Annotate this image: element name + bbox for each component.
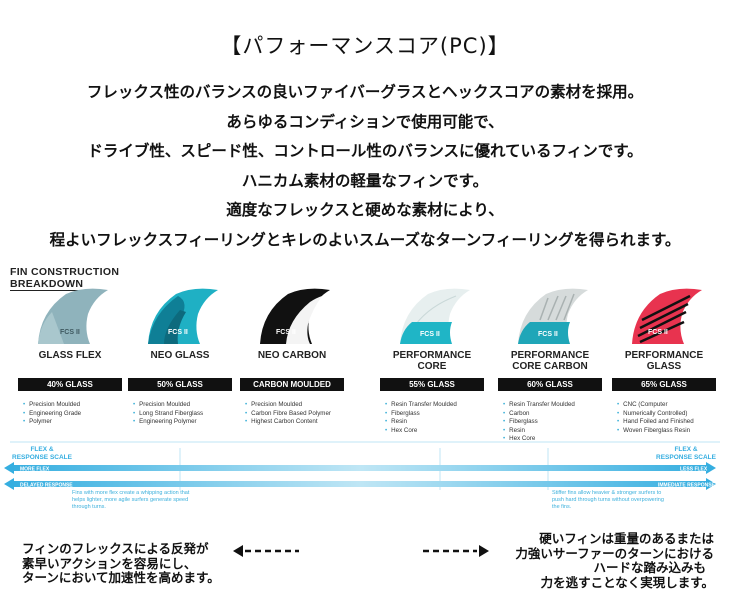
description-line: 適度なフレックスと硬めな素材により、 xyxy=(226,201,504,219)
caption-line: 力を逃すことなく実現します。 xyxy=(540,574,714,590)
fin-features: Resin Transfer Moulded Fiberglass Resin … xyxy=(380,401,484,435)
fin-neo-glass-image: FCS II xyxy=(148,288,218,344)
arrow-right-icon xyxy=(423,545,489,557)
fin-band: 60% GLASS xyxy=(498,378,602,391)
bottom-right-caption: 硬いフィンは重量のあるまたは 力強いサーファーのターンにおける ハードな踏み込み… xyxy=(515,531,714,590)
flex-scale-graphic: MORE FLEX LESS FLEX DELAYED RESPONSE IMM… xyxy=(4,441,720,490)
feature-item: Long Strand Fiberglass xyxy=(133,410,232,419)
caption-line: 硬いフィンは重量のあるまたは xyxy=(539,531,714,546)
description-line: フレックス性のバランスの良いファイバーグラスとヘックスコアの素材を採用。 xyxy=(86,83,644,101)
svg-text:FCS II: FCS II xyxy=(60,329,80,336)
caption-line: フィンのフレックスによる反発が xyxy=(22,541,209,556)
svg-text:FCS II: FCS II xyxy=(276,329,296,336)
description: フレックス性のバランスの良いファイバーグラスとヘックスコアの素材を採用。 あらゆ… xyxy=(0,78,730,255)
feature-item: Engineering Grade xyxy=(23,410,122,419)
feature-item: Resin Transfer Moulded xyxy=(503,401,602,410)
less-flex-label: LESS FLEX xyxy=(680,467,708,473)
feature-item: Carbon xyxy=(503,410,602,419)
feature-item: Resin xyxy=(503,427,602,436)
breakdown-heading: FIN CONSTRUCTION BREAKDOWN xyxy=(10,266,119,291)
caption-line: ターンにおいて加速性を高めます。 xyxy=(22,570,220,585)
svg-text:FCS II: FCS II xyxy=(168,329,188,336)
feature-item: Hex Core xyxy=(503,435,602,444)
feature-item: Precision Moulded xyxy=(245,401,344,410)
more-flex-label: MORE FLEX xyxy=(20,467,50,473)
feature-item: Polymer xyxy=(23,418,122,427)
fin-band: 55% GLASS xyxy=(380,378,484,391)
feature-item: Numerically Controlled) xyxy=(617,410,716,419)
page-title: 【パフォーマンスコア(PC)】 xyxy=(220,34,510,58)
description-line: ドライブ性、スピード性、コントロール性のバランスに優れているフィンです。 xyxy=(87,142,643,160)
fin-band: 65% GLASS xyxy=(612,378,716,391)
fin-performance-core-image: FCS II xyxy=(400,288,470,344)
fin-features: Precision Moulded Carbon Fibre Based Pol… xyxy=(240,401,344,427)
fin-band: 50% GLASS xyxy=(128,378,232,391)
scale-label-left: FLEX & RESPONSE SCALE xyxy=(12,446,72,461)
fin-name: NEO GLASS xyxy=(150,350,210,361)
fin-features: CNC (Computer Numerically Controlled) Ha… xyxy=(612,401,716,435)
fin-card-neo-glass: FCS II NEO GLASS 50% GLASS Precision Mou… xyxy=(128,284,232,427)
fin-features: Resin Transfer Moulded Carbon Fiberglass… xyxy=(498,401,602,444)
fin-name: NEO CARBON xyxy=(257,350,327,361)
caption-line: ハードな踏み込みも xyxy=(593,560,706,575)
scale-note-left: Fins with more flex create a whipping ac… xyxy=(72,490,190,510)
feature-item: Precision Moulded xyxy=(133,401,232,410)
delayed-response-label: DELAYED RESPONSE xyxy=(20,483,73,489)
fin-glass-flex-image: FCS II xyxy=(38,288,108,344)
fin-performance-core-carbon-image: FCS II xyxy=(518,288,588,344)
arrow-left-icon xyxy=(233,545,299,557)
scale-label-right: FLEX & RESPONSE SCALE xyxy=(656,446,716,461)
fin-neo-carbon-image: FCS II xyxy=(260,288,330,344)
feature-item: Engineering Polymer xyxy=(133,418,232,427)
description-line: ハニカム素材の軽量なフィンです。 xyxy=(241,171,489,190)
feature-item: Precision Moulded xyxy=(23,401,122,410)
description-line: あらゆるコンディションで使用可能で、 xyxy=(226,112,504,131)
caption-line: 素早いアクションを容易にし、 xyxy=(22,555,197,571)
fin-card-glass-flex: FCS II GLASS FLEX 40% GLASS Precision Mo… xyxy=(18,284,122,427)
feature-item: CNC (Computer xyxy=(617,401,716,410)
feature-item: Fiberglass xyxy=(385,410,484,419)
svg-text:FCS II: FCS II xyxy=(538,331,558,338)
svg-text:FCS II: FCS II xyxy=(420,331,440,338)
feature-item: Resin Transfer Moulded xyxy=(385,401,484,410)
description-line: 程よいフレックスフィーリングとキレのよいスムーズなターンフィーリングを得られます… xyxy=(49,230,681,249)
feature-item: Carbon Fibre Based Polymer xyxy=(245,410,344,419)
fin-name: GLASS FLEX xyxy=(38,350,102,361)
scale-note-right: Stiffer fins allow heavier & stronger su… xyxy=(552,490,664,510)
feature-item: Highest Carbon Content xyxy=(245,418,344,427)
fin-features: Precision Moulded Long Strand Fiberglass… xyxy=(128,401,232,427)
fin-card-neo-carbon: FCS II NEO CARBON CARBON MOULDED Precisi… xyxy=(240,284,344,427)
bottom-left-caption: フィンのフレックスによる反発が 素早いアクションを容易にし、 ターンにおいて加速… xyxy=(22,541,220,586)
immediate-response-label: IMMEDIATE RESPONSE xyxy=(658,483,716,489)
feature-item: Woven Fiberglass Resin xyxy=(617,427,716,436)
feature-item: Hand Foiled and Finished xyxy=(617,418,716,427)
caption-line: 力強いサーファーのターンにおける xyxy=(515,545,714,561)
fin-features: Precision Moulded Engineering Grade Poly… xyxy=(18,401,122,427)
feature-item: Fiberglass xyxy=(503,418,602,427)
feature-item: Hex Core xyxy=(385,427,484,436)
breakdown-line1: FIN CONSTRUCTION xyxy=(10,266,120,278)
fin-band: 40% GLASS xyxy=(18,378,122,391)
feature-item: Resin xyxy=(385,418,484,427)
fin-band: CARBON MOULDED xyxy=(240,378,344,391)
fin-performance-glass-image: FCS II xyxy=(632,288,702,344)
breakdown-line2: BREAKDOWN xyxy=(10,278,84,291)
svg-text:FCS II: FCS II xyxy=(648,329,668,336)
